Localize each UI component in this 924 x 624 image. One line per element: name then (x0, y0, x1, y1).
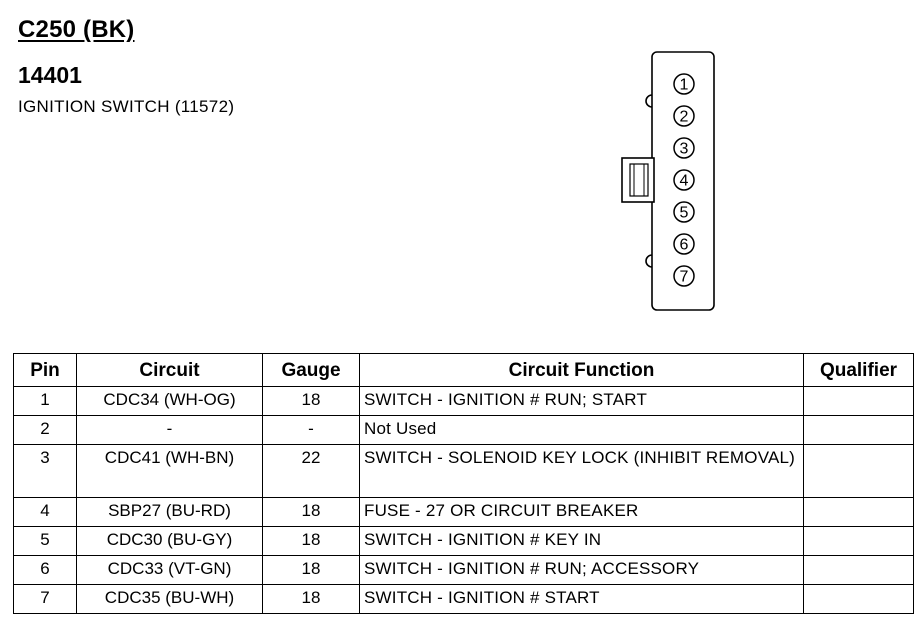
pin-6-label: 6 (680, 237, 689, 254)
gauge-cell: 22 (262, 444, 360, 498)
gauge-cell: 18 (262, 386, 360, 416)
pin-cell: 6 (13, 555, 77, 585)
column-header-circuit-function: Circuit Function (359, 353, 804, 387)
column-header-circuit: Circuit (76, 353, 263, 387)
polarizing-nub (645, 94, 653, 108)
function-cell: SWITCH - SOLENOID KEY LOCK (INHIBIT REMO… (359, 444, 804, 498)
table-row: 7 CDC35 (BU-WH) 18 SWITCH - IGNITION # S… (13, 584, 914, 614)
pin-7-circle (673, 265, 695, 287)
table-row: 1 CDC34 (WH-OG) 18 SWITCH - IGNITION # R… (13, 386, 914, 416)
pin-4-label: 4 (680, 173, 689, 190)
latch-inner (629, 163, 649, 197)
table-row: 6 CDC33 (VT-GN) 18 SWITCH - IGNITION # R… (13, 555, 914, 585)
circuit-cell: CDC30 (BU-GY) (76, 526, 263, 556)
pin-4-circle (673, 169, 695, 191)
pin-5-label: 5 (680, 205, 689, 222)
connector-face-view: 1 2 3 4 5 6 7 (621, 51, 715, 311)
qualifier-cell (803, 497, 914, 527)
circuit-cell: SBP27 (BU-RD) (76, 497, 263, 527)
pin-1-circle (673, 73, 695, 95)
gauge-cell: 18 (262, 497, 360, 527)
gauge-cell: 18 (262, 526, 360, 556)
function-cell: SWITCH - IGNITION # KEY IN (359, 526, 804, 556)
gauge-cell: 18 (262, 555, 360, 585)
function-cell: SWITCH - IGNITION # RUN; START (359, 386, 804, 416)
part-name: IGNITION SWITCH (11572) (18, 97, 235, 116)
pin-3-label: 3 (680, 141, 689, 158)
connector-id-title: C250 (BK) (18, 16, 135, 43)
column-header-qualifier: Qualifier (803, 353, 914, 387)
function-cell: SWITCH - IGNITION # START (359, 584, 804, 614)
circuit-cell: CDC33 (VT-GN) (76, 555, 263, 585)
table-row: 5 CDC30 (BU-GY) 18 SWITCH - IGNITION # K… (13, 526, 914, 556)
qualifier-cell (803, 444, 914, 498)
pin-cell: 4 (13, 497, 77, 527)
column-header-gauge: Gauge (262, 353, 360, 387)
circuit-cell: CDC35 (BU-WH) (76, 584, 263, 614)
pin-1-label: 1 (680, 77, 689, 94)
connector-diagram: 1 2 3 4 5 6 7 (600, 40, 730, 330)
gauge-cell: 18 (262, 584, 360, 614)
circuit-cell: CDC41 (WH-BN) (76, 444, 263, 498)
function-cell: Not Used (359, 415, 804, 445)
table-header-row: Pin Circuit Gauge Circuit Function Quali… (13, 353, 914, 387)
polarizing-nub (645, 254, 653, 268)
pin-5-circle (673, 201, 695, 223)
pin-3-circle (673, 137, 695, 159)
circuit-cell: - (76, 415, 263, 445)
pinout-table: Pin Circuit Gauge Circuit Function Quali… (13, 353, 914, 614)
qualifier-cell (803, 555, 914, 585)
column-header-pin: Pin (13, 353, 77, 387)
gauge-cell: - (262, 415, 360, 445)
qualifier-cell (803, 415, 914, 445)
pin-6-circle (673, 233, 695, 255)
pin-2-label: 2 (680, 109, 689, 126)
pin-cell: 1 (13, 386, 77, 416)
table-row: 3 CDC41 (WH-BN) 22 SWITCH - SOLENOID KEY… (13, 444, 914, 498)
pin-2-circle (673, 105, 695, 127)
pin-cell: 7 (13, 584, 77, 614)
part-number: 14401 (18, 62, 82, 88)
pin-7-label: 7 (680, 269, 689, 286)
table-row: 4 SBP27 (BU-RD) 18 FUSE - 27 OR CIRCUIT … (13, 497, 914, 527)
pin-cell: 5 (13, 526, 77, 556)
pin-cell: 2 (13, 415, 77, 445)
pin-cell: 3 (13, 444, 77, 498)
circuit-cell: CDC34 (WH-OG) (76, 386, 263, 416)
function-cell: SWITCH - IGNITION # RUN; ACCESSORY (359, 555, 804, 585)
table-row: 2 - - Not Used (13, 415, 914, 445)
qualifier-cell (803, 584, 914, 614)
function-cell: FUSE - 27 OR CIRCUIT BREAKER (359, 497, 804, 527)
qualifier-cell (803, 386, 914, 416)
qualifier-cell (803, 526, 914, 556)
